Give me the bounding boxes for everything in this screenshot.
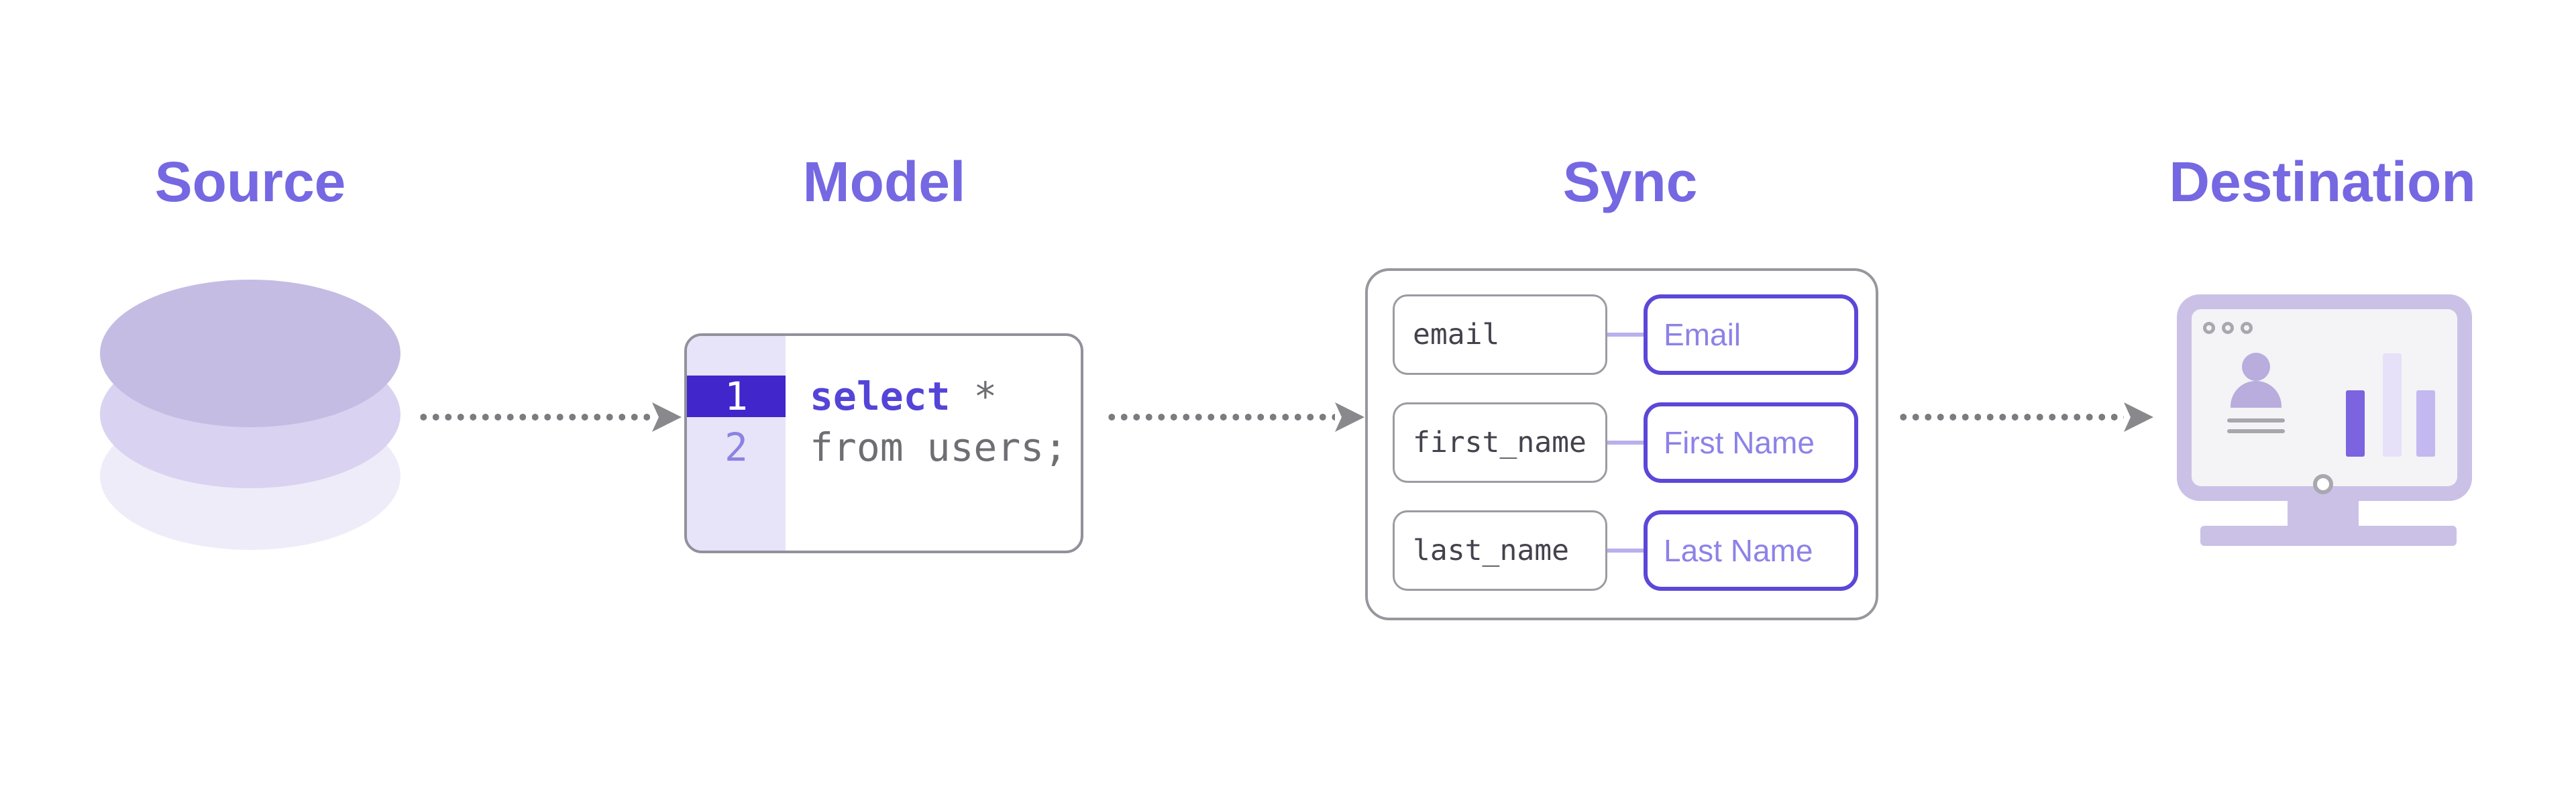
active-line-highlight	[687, 376, 786, 417]
sql-keyword: select	[810, 374, 951, 419]
dotted-arrow-sync-to-destination	[1897, 414, 2124, 420]
dotted-arrow-model-to-sync	[1106, 414, 1335, 420]
source-field-pill: email	[1393, 294, 1607, 375]
stage-label-destination: Destination	[2169, 150, 2476, 213]
user-avatar-icon	[2242, 353, 2270, 381]
text-placeholder-line	[2227, 418, 2285, 422]
sql-code: select *from users;	[810, 371, 1067, 473]
mapping-connector	[1607, 549, 1644, 553]
window-dot-icon	[2222, 322, 2234, 334]
bar-chart-icon	[2383, 353, 2402, 457]
window-dot-icon	[2241, 322, 2253, 334]
arrowhead-icon	[1335, 402, 1364, 432]
mapping-connector	[1607, 333, 1644, 337]
mapping-row-last-name: last_name Last Name	[1368, 510, 1876, 591]
bar-chart-icon	[2346, 390, 2365, 457]
destination-field-pill: Email	[1644, 294, 1858, 375]
code-line-2: from users;	[810, 424, 1068, 470]
destination-field-pill: Last Name	[1644, 510, 1858, 591]
source-field-pill: first_name	[1393, 402, 1607, 483]
mapping-row-first-name: first_name First Name	[1368, 402, 1876, 483]
arrowhead-icon	[652, 402, 682, 432]
destination-field-pill: First Name	[1644, 402, 1858, 483]
window-dot-icon	[2203, 322, 2215, 334]
line-number-2: 2	[724, 424, 748, 470]
sql-rest: *	[950, 374, 998, 419]
monitor-button-icon	[2313, 474, 2333, 494]
bar-chart-icon	[2416, 390, 2435, 457]
arrowhead-icon	[2124, 402, 2153, 432]
line-number-1: 1	[724, 374, 748, 419]
code-line-1: select *	[810, 371, 1067, 422]
stage-label-model: Model	[802, 150, 966, 213]
stage-label-sync: Sync	[1562, 150, 1698, 213]
mapping-connector	[1607, 441, 1644, 445]
model-code-box: 1 2 select *from users;	[684, 333, 1083, 553]
text-placeholder-line	[2227, 429, 2285, 433]
monitor-stand	[2288, 500, 2359, 528]
sync-mapping-box: email Email first_name First Name last_n…	[1365, 268, 1878, 620]
stage-label-source: Source	[154, 150, 346, 213]
dotted-arrow-source-to-model	[417, 414, 652, 420]
monitor-base	[2200, 526, 2457, 546]
source-field-pill: last_name	[1393, 510, 1607, 591]
line-number-gutter	[687, 336, 786, 551]
mapping-row-email: email Email	[1368, 294, 1876, 375]
database-disc-top	[100, 280, 400, 427]
